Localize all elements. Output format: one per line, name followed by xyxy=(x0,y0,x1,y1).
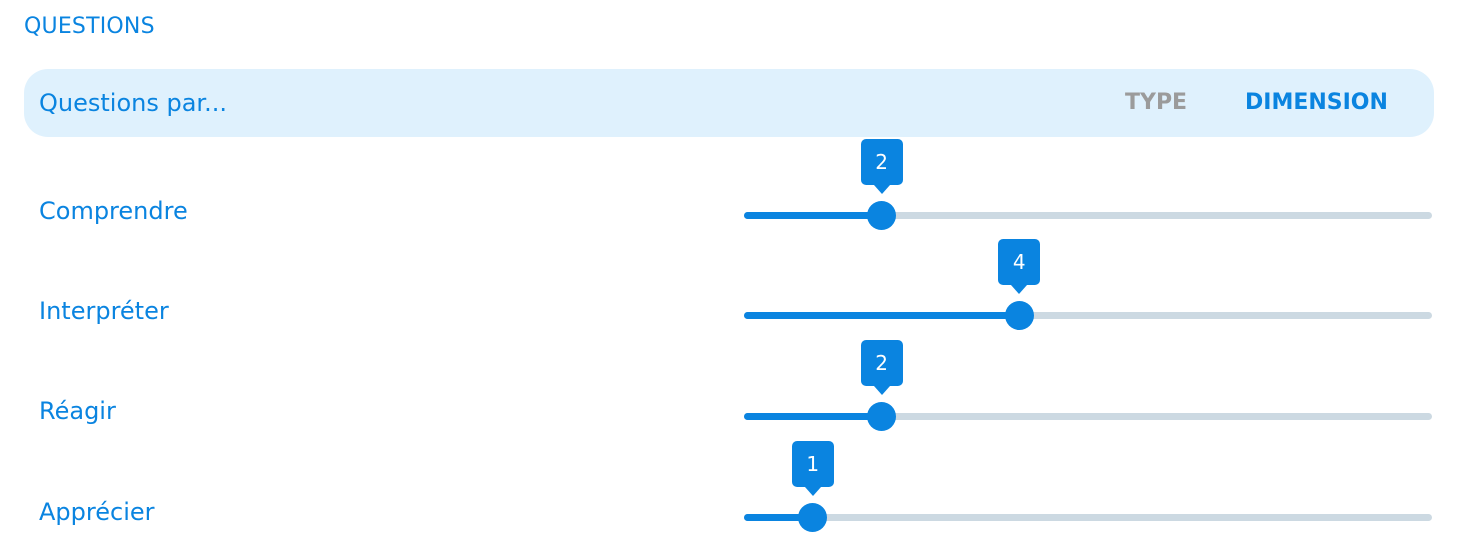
slider-track[interactable] xyxy=(744,212,1432,219)
slider-fill xyxy=(744,212,882,219)
slider-value-tooltip: 1 xyxy=(791,441,834,496)
dimension-row-apprecier: Apprécier 1 xyxy=(0,437,1463,537)
dimension-row-reagir: Réagir 2 xyxy=(0,337,1463,437)
slider-thumb[interactable] xyxy=(1004,301,1034,330)
dimension-label: Apprécier xyxy=(39,498,155,526)
slider-value-tooltip: 2 xyxy=(860,340,903,395)
slider-value-tooltip: 2 xyxy=(860,139,903,194)
comprendre-slider[interactable] xyxy=(744,200,1432,230)
slider-thumb[interactable] xyxy=(798,503,828,532)
slider-track[interactable] xyxy=(744,413,1432,420)
slider-track[interactable] xyxy=(744,312,1432,319)
section-title: QUESTIONS xyxy=(24,14,155,39)
apprecier-slider[interactable] xyxy=(744,502,1432,532)
interpreter-slider[interactable] xyxy=(744,300,1432,330)
slider-fill xyxy=(744,514,813,521)
slider-fill xyxy=(744,413,882,420)
dimension-label: Comprendre xyxy=(39,197,188,225)
group-by-type-option[interactable]: TYPE xyxy=(1125,90,1188,115)
slider-track[interactable] xyxy=(744,514,1432,521)
group-by-bar: Questions par... TYPE DIMENSION xyxy=(24,69,1434,137)
dimension-row-interpreter: Interpréter 4 xyxy=(0,237,1463,337)
dimension-label: Réagir xyxy=(39,397,116,425)
group-by-label: Questions par... xyxy=(39,89,227,117)
slider-thumb[interactable] xyxy=(867,201,897,230)
slider-fill xyxy=(744,312,1020,319)
slider-value-tooltip: 4 xyxy=(998,239,1041,294)
dimension-label: Interpréter xyxy=(39,297,169,325)
reagir-slider[interactable] xyxy=(744,401,1432,431)
slider-thumb[interactable] xyxy=(867,402,897,431)
dimension-row-comprendre: Comprendre 2 xyxy=(0,137,1463,237)
group-by-dimension-option[interactable]: DIMENSION xyxy=(1245,90,1388,115)
